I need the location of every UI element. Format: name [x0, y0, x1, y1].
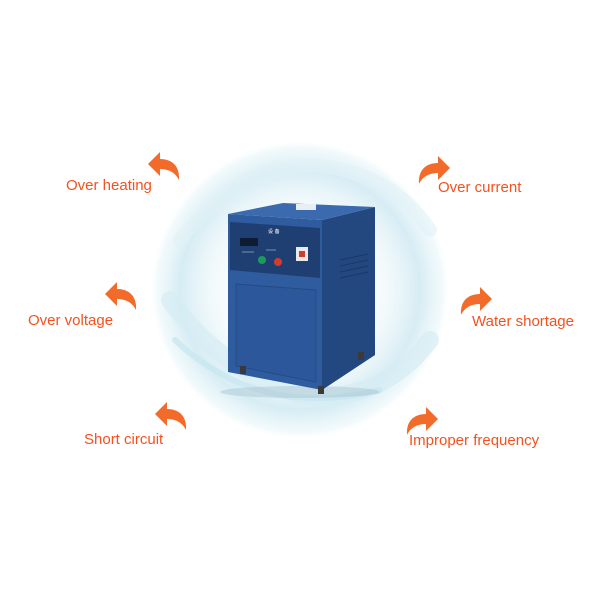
curved-arrow-icon: [148, 152, 180, 180]
label-water-shortage: Water shortage: [472, 313, 574, 330]
svg-text:设 备: 设 备: [268, 228, 280, 235]
label-over-voltage: Over voltage: [28, 312, 114, 329]
label-over-heating: Over heating: [66, 177, 152, 194]
label-short-circuit: Short circuit: [84, 431, 164, 448]
curved-arrow-icon: [155, 402, 187, 430]
label-improper-frequency: Improper frequency: [409, 432, 540, 449]
curved-arrow-icon: [460, 287, 492, 315]
label-over-current: Over current: [438, 179, 522, 196]
curved-arrow-icon: [406, 407, 438, 435]
curved-arrow-icon: [418, 156, 450, 184]
curved-arrow-icon: [105, 282, 137, 310]
